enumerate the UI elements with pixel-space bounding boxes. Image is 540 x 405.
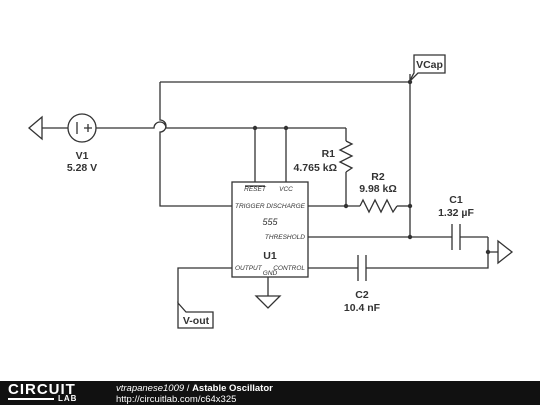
wire-v1-rail — [96, 121, 346, 129]
c1-name: C1 — [449, 194, 463, 206]
v1-circle-icon — [67, 113, 97, 143]
logo-trace-icon — [8, 398, 54, 400]
r2-resistor[interactable]: R2 9.98 kΩ — [359, 171, 398, 214]
ground-left-icon — [27, 115, 43, 141]
c2-name: C2 — [355, 289, 369, 301]
v1-name: V1 — [76, 150, 89, 162]
wire-ground-node — [487, 237, 498, 253]
footer-separator: / — [184, 383, 193, 394]
c1-plates-icon — [451, 224, 461, 250]
ground-555-icon[interactable] — [254, 295, 282, 309]
junction-vcc — [283, 125, 289, 131]
r1-resistor[interactable]: R1 4.765 kΩ — [294, 140, 354, 174]
schematic-diagram: V1 5.28 V R1 4.765 kΩ R2 9.98 kΩ C1 1.32… — [27, 54, 514, 329]
u1-555-timer[interactable]: RESET VCC TRIGGER DISCHARGE 555 THRESHOL… — [231, 181, 309, 278]
junction-reset — [252, 125, 258, 131]
pin-vcc: VCC — [279, 186, 293, 193]
c2-value: 10.4 nF — [344, 302, 381, 314]
v1-source[interactable]: V1 5.28 V — [27, 113, 97, 174]
footer-info: vtrapanese1009 / Astable Oscillator http… — [116, 383, 273, 405]
footer-bar: CIRCUIT LAB vtrapanese1009 / Astable Osc… — [0, 381, 540, 405]
logo-circuit-text: CIRCUIT — [8, 381, 76, 398]
pin-discharge: DISCHARGE — [266, 203, 305, 210]
c1-value: 1.32 µF — [438, 207, 474, 219]
wire-c2-right — [366, 252, 489, 269]
net-label-vcap[interactable]: VCap — [408, 54, 446, 83]
vout-tag-icon — [177, 301, 214, 329]
pin-reset: RESET — [244, 186, 267, 193]
wire-trigger-loop — [159, 82, 232, 207]
r1-value: 4.765 kΩ — [294, 162, 337, 174]
junctions — [252, 79, 491, 255]
vcap-label: VCap — [416, 59, 443, 71]
junction-vcap-threshold — [407, 234, 413, 240]
r2-value: 9.98 kΩ — [359, 183, 397, 195]
r2-name: R2 — [371, 171, 385, 183]
footer-title-line: vtrapanese1009 / Astable Oscillator — [116, 383, 273, 394]
pin-output: OUTPUT — [235, 265, 263, 272]
v1-polarity-icon — [76, 122, 92, 134]
r1-name: R1 — [322, 148, 336, 160]
r1-zigzag-icon — [338, 140, 354, 173]
pin-threshold: THRESHOLD — [265, 234, 305, 241]
vout-label: V-out — [183, 315, 210, 327]
pin-gnd: GND — [263, 270, 278, 277]
u1-name: U1 — [263, 250, 277, 262]
c2-capacitor[interactable]: C2 10.4 nF — [344, 255, 381, 314]
v1-value: 5.28 V — [67, 162, 97, 174]
pin-trigger: TRIGGER — [235, 203, 265, 210]
r2-zigzag-icon — [359, 198, 398, 214]
footer-url[interactable]: http://circuitlab.com/c64x325 — [116, 394, 237, 405]
circuitlab-logo[interactable]: CIRCUIT LAB — [8, 382, 100, 404]
c1-capacitor[interactable]: C1 1.32 µF — [438, 194, 474, 250]
logo-lab-text: LAB — [58, 394, 78, 403]
footer-username[interactable]: vtrapanese1009 — [116, 383, 185, 394]
vcap-tag-icon — [408, 54, 446, 83]
junction-vcap-r2 — [407, 203, 413, 209]
ground-right-icon[interactable] — [497, 239, 514, 265]
u1-body — [231, 181, 309, 278]
footer-title: Astable Oscillator — [192, 383, 273, 394]
junction-c1-ground — [485, 249, 491, 255]
junction-discharge — [343, 203, 349, 209]
u1-part-number: 555 — [262, 217, 278, 227]
net-label-vout[interactable]: V-out — [177, 301, 214, 329]
pin-control: CONTROL — [273, 265, 305, 272]
c2-plates-icon — [357, 255, 367, 281]
wire-output — [177, 267, 232, 303]
